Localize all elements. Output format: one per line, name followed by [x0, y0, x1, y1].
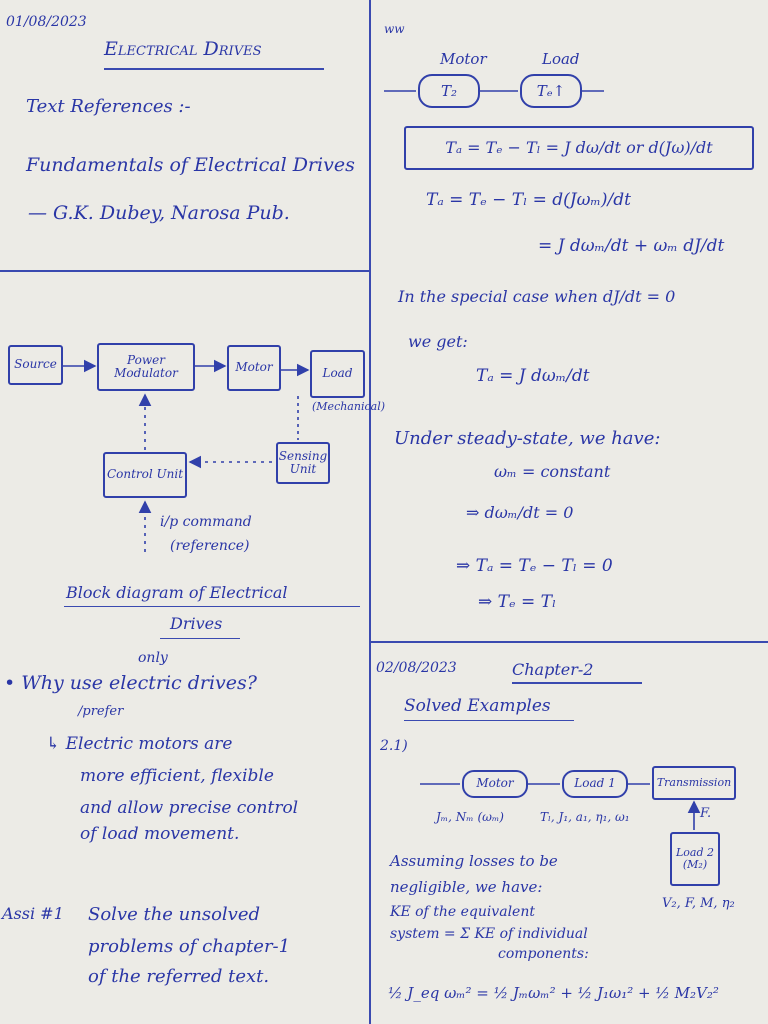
load-top-label: Load — [542, 50, 580, 68]
motor-block: Motor — [227, 345, 281, 391]
assignment-line-2: problems of chapter-1 — [88, 936, 291, 957]
date-left: 01/08/2023 — [6, 14, 87, 30]
block-diagram-caption-1: Block diagram of Electrical — [66, 583, 288, 602]
assignment-label: Assi #1 — [2, 904, 64, 923]
answer-line-2: more efficient, flexible — [80, 766, 274, 786]
example-number: 2.1) — [380, 738, 408, 754]
left-horizontal-divider — [0, 270, 370, 272]
force-label: F. — [700, 806, 712, 821]
control-unit-block: Control Unit — [103, 452, 187, 498]
block-diagram-caption-2: Drives — [170, 614, 223, 633]
why-only-insert: only — [138, 650, 168, 666]
steady-state-line-3: ⇒ Tₐ = Tₑ − Tₗ = 0 — [456, 556, 613, 576]
solved-examples-heading: Solved Examples — [404, 696, 551, 716]
load-shaft-drawing: Tₑ↑ — [520, 74, 582, 108]
load2-block: Load 2 (M₂) — [670, 832, 720, 886]
motor-top-label: Motor — [440, 50, 487, 68]
load1-params: Tₗ, J₁, a₁, η₁, ω₁ — [540, 810, 630, 824]
steady-state-line-4: ⇒ Tₑ = Tₗ — [478, 592, 557, 612]
special-case-line-2: we get: — [408, 332, 468, 351]
kinetic-energy-equation: ½ J_eq ωₘ² = ½ Jₘωₘ² + ½ J₁ω₁² + ½ M₂V₂² — [388, 984, 719, 1002]
motor-shaft-drawing: T₂ — [418, 74, 480, 108]
center-divider — [369, 0, 371, 1024]
input-command-label: i/p command — [160, 514, 252, 530]
assumption-line-2: negligible, we have: — [390, 878, 543, 896]
torque-equation-1: Tₐ = Tₑ − Tₗ = d(Jωₘ)/dt — [426, 190, 631, 210]
right-horizontal-divider — [370, 641, 768, 643]
mechanical-label: (Mechanical) — [312, 400, 385, 413]
page-title: Electrical Drives — [104, 38, 262, 60]
source-block: Source — [8, 345, 63, 385]
sensing-unit-block: Sensing Unit — [276, 442, 330, 484]
why-question: • Why use electric drives? — [4, 672, 257, 694]
assumption-line-4: system = Σ KE of individual — [390, 926, 588, 942]
boxed-torque-equation: Tₐ = Tₑ − Tₗ = J dω/dt or d(Jω)/dt — [404, 126, 754, 170]
why-prefer-insert: /prefer — [78, 704, 124, 719]
scribble-mark: ww — [384, 22, 405, 36]
assumption-line-3: KE of the equivalent — [390, 904, 535, 920]
chapter-underline — [512, 682, 642, 684]
reference-line-2: — G.K. Dubey, Narosa Pub. — [28, 202, 290, 224]
solved-underline — [404, 720, 574, 721]
load2-params: V₂, F, M, η₂ — [662, 896, 735, 911]
load-block: Load — [310, 350, 365, 398]
answer-line-4: of load movement. — [80, 824, 240, 844]
reference-line-1: Fundamentals of Electrical Drives — [26, 154, 355, 176]
steady-state-line-2: ⇒ dωₘ/dt = 0 — [466, 503, 574, 522]
assumption-line-5: components: — [498, 946, 589, 962]
caption-underline-2 — [160, 638, 240, 639]
answer-line-3: and allow precise control — [80, 798, 299, 818]
assignment-line-1: Solve the unsolved — [88, 904, 261, 925]
example-load1-drawing: Load 1 — [562, 770, 628, 798]
title-underline — [104, 68, 324, 70]
date-right: 02/08/2023 — [376, 660, 457, 676]
transmission-block: Transmission — [652, 766, 736, 800]
torque-equation-2: = J dωₘ/dt + ωₘ dJ/dt — [538, 236, 725, 256]
text-references-heading: Text References :- — [26, 96, 191, 117]
torque-equation-3: Tₐ = J dωₘ/dt — [476, 366, 590, 386]
answer-line-1: ↳ Electric motors are — [46, 734, 233, 754]
assumption-line-1: Assuming losses to be — [390, 852, 558, 870]
power-modulator-block: Power Modulator — [97, 343, 195, 391]
motor-params: Jₘ, Nₘ (ωₘ) — [436, 810, 504, 824]
steady-state-line-1: ωₘ = constant — [494, 462, 611, 481]
chapter-heading: Chapter-2 — [512, 660, 594, 679]
special-case-line-1: In the special case when dJ/dt = 0 — [398, 287, 676, 306]
assignment-line-3: of the referred text. — [88, 966, 270, 987]
steady-state-heading: Under steady-state, we have: — [394, 428, 661, 449]
example-motor-drawing: Motor — [462, 770, 528, 798]
caption-underline-1 — [64, 606, 360, 607]
reference-label: (reference) — [170, 538, 250, 554]
